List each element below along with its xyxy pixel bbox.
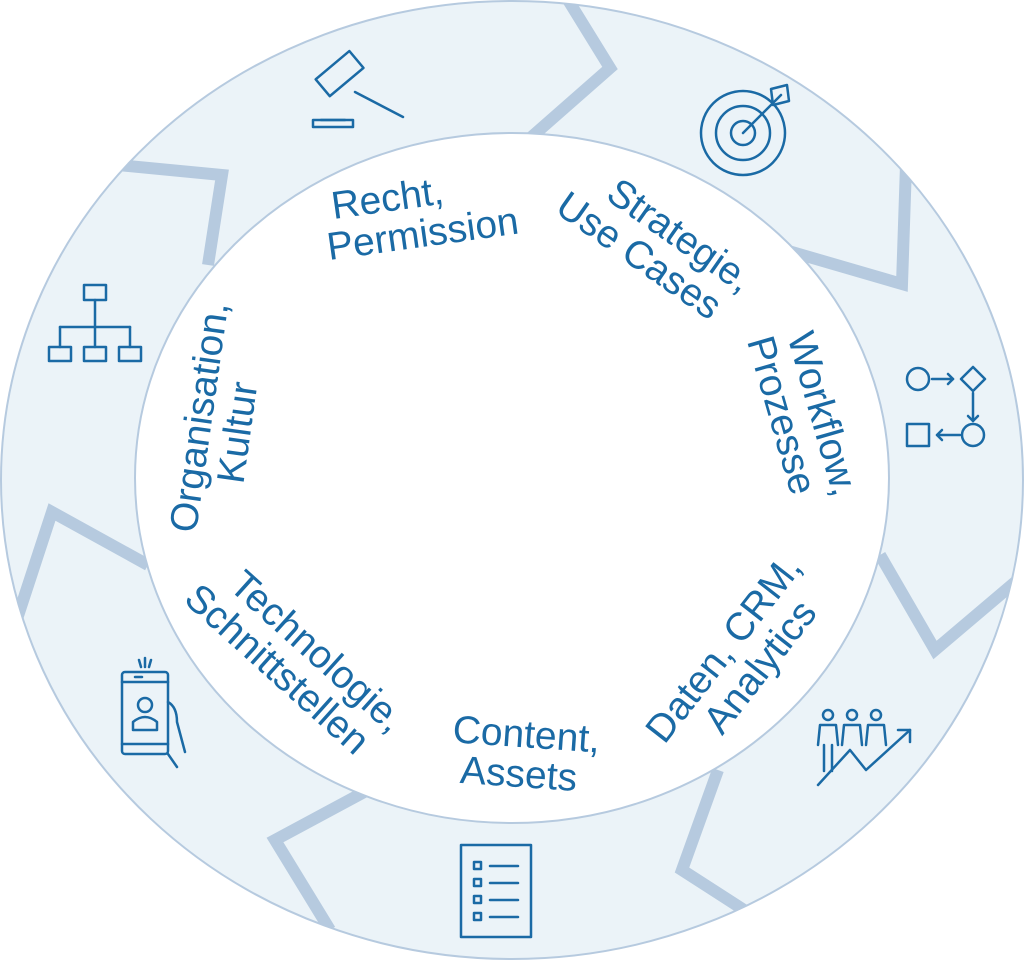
label-content: Content, Assets	[451, 708, 601, 800]
label-line: Assets	[459, 749, 579, 800]
org-chart-icon	[47, 283, 143, 363]
chevron-divider	[266, 784, 371, 934]
chevron-dividers	[9, 1, 1023, 936]
chevron-divider	[874, 551, 1023, 660]
chevron-divider	[783, 164, 912, 292]
chevron-divider	[524, 1, 618, 145]
workflow-icon	[905, 365, 987, 448]
smartphone-icon	[120, 656, 187, 769]
chevron-divider	[9, 503, 151, 627]
label-line: Content,	[451, 708, 601, 761]
target-icon	[699, 83, 791, 177]
gavel-icon	[311, 49, 405, 129]
chevron-divider	[117, 159, 229, 266]
inner-circle	[134, 132, 890, 824]
checklist-icon	[459, 843, 533, 939]
people-growth-icon	[816, 708, 912, 787]
